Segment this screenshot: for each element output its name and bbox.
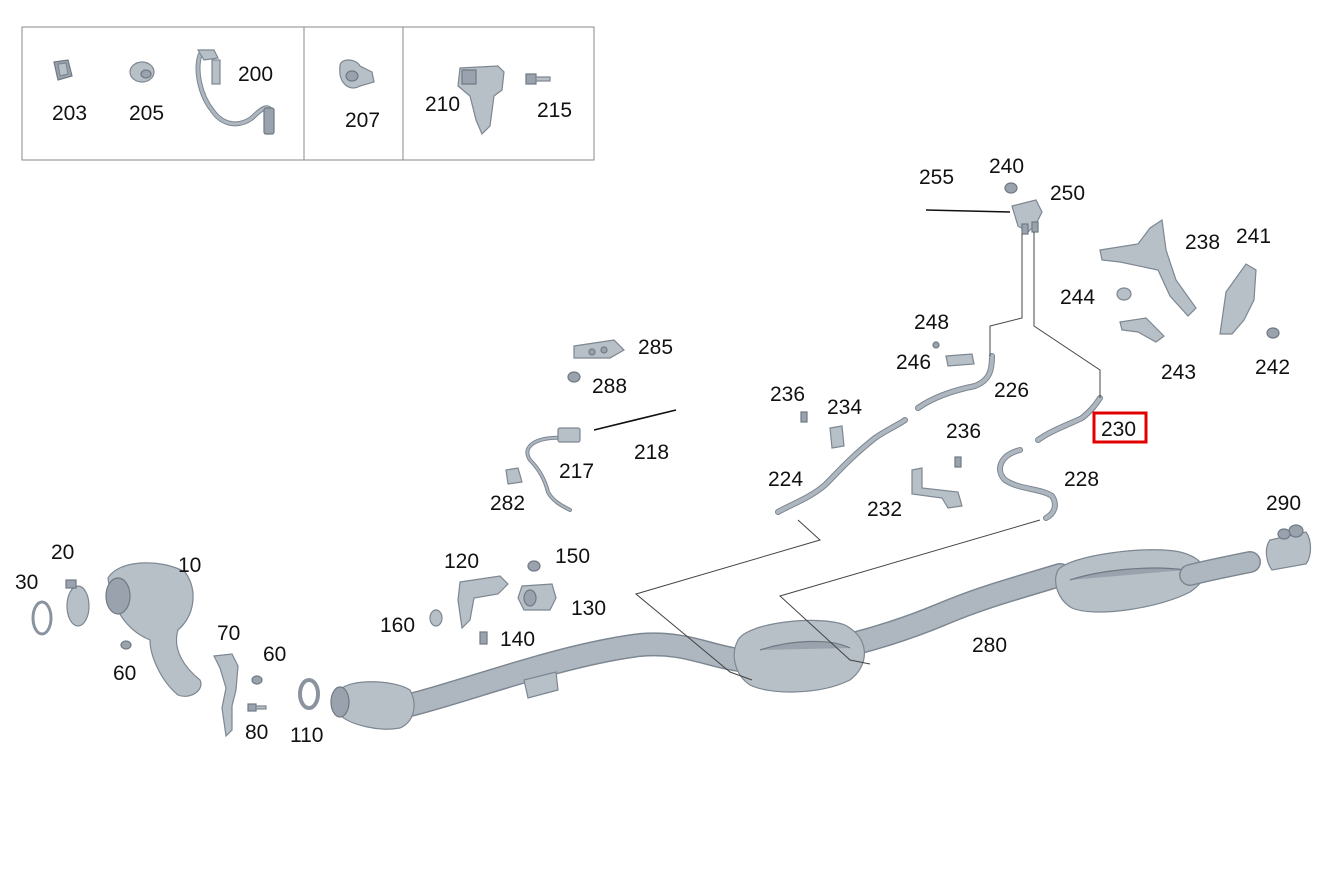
part-236-screw-a[interactable]: [800, 411, 808, 423]
part-230-pressure-pipe[interactable]: [1035, 395, 1103, 443]
callout-240[interactable]: 240: [989, 155, 1024, 178]
callout-60-right[interactable]: 60: [263, 643, 286, 666]
part-203-clip[interactable]: [53, 59, 73, 81]
part-150-screw[interactable]: [527, 560, 541, 572]
callout-282[interactable]: 282: [490, 492, 525, 515]
part-250-pressure-sensor[interactable]: [1011, 199, 1043, 235]
callout-150[interactable]: 150: [555, 545, 590, 568]
part-234-clip[interactable]: [829, 425, 845, 449]
part-226-pressure-pipe[interactable]: [915, 353, 995, 411]
callout-70[interactable]: 70: [217, 622, 240, 645]
part-80-bolt[interactable]: [247, 703, 267, 712]
callout-200[interactable]: 200: [238, 63, 273, 86]
part-232-bracket[interactable]: [911, 467, 963, 509]
part-30-gasket-ring[interactable]: [31, 600, 53, 636]
part-210-bracket[interactable]: [457, 65, 505, 136]
callout-248[interactable]: 248: [914, 311, 949, 334]
inset-box-group: [21, 26, 595, 161]
callout-224[interactable]: 224: [768, 468, 803, 491]
callout-60-left[interactable]: 60: [113, 662, 136, 685]
part-240-nut[interactable]: [1004, 182, 1018, 194]
callout-246[interactable]: 246: [896, 351, 931, 374]
callout-226[interactable]: 226: [994, 379, 1029, 402]
callout-210[interactable]: 210: [425, 93, 460, 116]
callout-236-lower[interactable]: 236: [946, 420, 981, 443]
part-120-bracket[interactable]: [457, 575, 509, 630]
part-241-bracket[interactable]: [1219, 263, 1257, 335]
part-242-bolt[interactable]: [1266, 327, 1280, 339]
part-285-sensor-bracket[interactable]: [573, 339, 625, 359]
callout-255[interactable]: 255: [919, 166, 954, 189]
part-205-nut[interactable]: [129, 61, 155, 83]
part-243-bracket[interactable]: [1119, 317, 1165, 343]
callout-labels: 203 205 200 207 210 215 255 240 250 238 …: [15, 63, 1301, 747]
callout-230-highlight-box: [1092, 411, 1148, 444]
callout-203[interactable]: 203: [52, 102, 87, 125]
callout-290[interactable]: 290: [1266, 492, 1301, 515]
callout-238[interactable]: 238: [1185, 231, 1220, 254]
part-110-clamp[interactable]: [298, 678, 320, 710]
part-224-pressure-pipe[interactable]: [775, 417, 908, 515]
callout-280[interactable]: 280: [972, 634, 1007, 657]
callout-241[interactable]: 241: [1236, 225, 1271, 248]
part-10-exhaust-manifold[interactable]: [105, 562, 202, 697]
part-238-bracket[interactable]: [1099, 218, 1197, 317]
callout-243[interactable]: 243: [1161, 361, 1196, 384]
callout-30[interactable]: 30: [15, 571, 38, 594]
part-282-clip[interactable]: [505, 467, 523, 485]
part-246-clip[interactable]: [945, 353, 975, 367]
part-290-clamp[interactable]: [1265, 524, 1312, 571]
callout-80[interactable]: 80: [245, 721, 268, 744]
callout-234[interactable]: 234: [827, 396, 862, 419]
callout-230[interactable]: 230: [1101, 418, 1136, 441]
part-207-clamp[interactable]: [339, 59, 375, 89]
callout-20[interactable]: 20: [51, 541, 74, 564]
leader-lines: [593, 209, 1101, 681]
part-217-sensor[interactable]: [525, 427, 581, 512]
callout-205[interactable]: 205: [129, 102, 164, 125]
callout-215[interactable]: 215: [537, 99, 572, 122]
callout-218[interactable]: 218: [634, 441, 669, 464]
callout-244[interactable]: 244: [1060, 286, 1095, 309]
callout-232[interactable]: 232: [867, 498, 902, 521]
part-236-screw-b[interactable]: [954, 456, 962, 468]
part-244-nut[interactable]: [1116, 287, 1132, 301]
part-60-nut-a[interactable]: [120, 640, 132, 650]
callout-10[interactable]: 10: [178, 554, 201, 577]
callout-242[interactable]: 242: [1255, 356, 1290, 379]
callout-160[interactable]: 160: [380, 614, 415, 637]
part-248-clip[interactable]: [932, 341, 940, 349]
part-70-bracket[interactable]: [213, 653, 239, 738]
part-60-nut-b[interactable]: [251, 675, 263, 685]
callout-250[interactable]: 250: [1050, 182, 1085, 205]
part-288-nut[interactable]: [567, 371, 581, 383]
part-140-bolt[interactable]: [479, 631, 488, 645]
part-280-main-exhaust-pipe[interactable]: [330, 549, 1261, 730]
callout-110[interactable]: 110: [290, 724, 323, 747]
inset-box-frame: [21, 26, 595, 161]
callout-228[interactable]: 228: [1064, 468, 1099, 491]
part-130-rubber-mount[interactable]: [517, 583, 557, 611]
callout-130[interactable]: 130: [571, 597, 606, 620]
callout-120[interactable]: 120: [444, 550, 479, 573]
part-215-bolt[interactable]: [525, 73, 551, 85]
part-228-pressure-pipe[interactable]: [997, 447, 1058, 521]
callout-288[interactable]: 288: [592, 375, 627, 398]
part-160-nut[interactable]: [429, 609, 443, 627]
part-20-clamp[interactable]: [65, 579, 90, 627]
callout-207[interactable]: 207: [345, 109, 380, 132]
callout-236-upper[interactable]: 236: [770, 383, 805, 406]
callout-285[interactable]: 285: [638, 336, 673, 359]
part-200-oxygen-sensor[interactable]: [195, 49, 275, 135]
callout-140[interactable]: 140: [500, 628, 535, 651]
callout-217[interactable]: 217: [559, 460, 594, 483]
